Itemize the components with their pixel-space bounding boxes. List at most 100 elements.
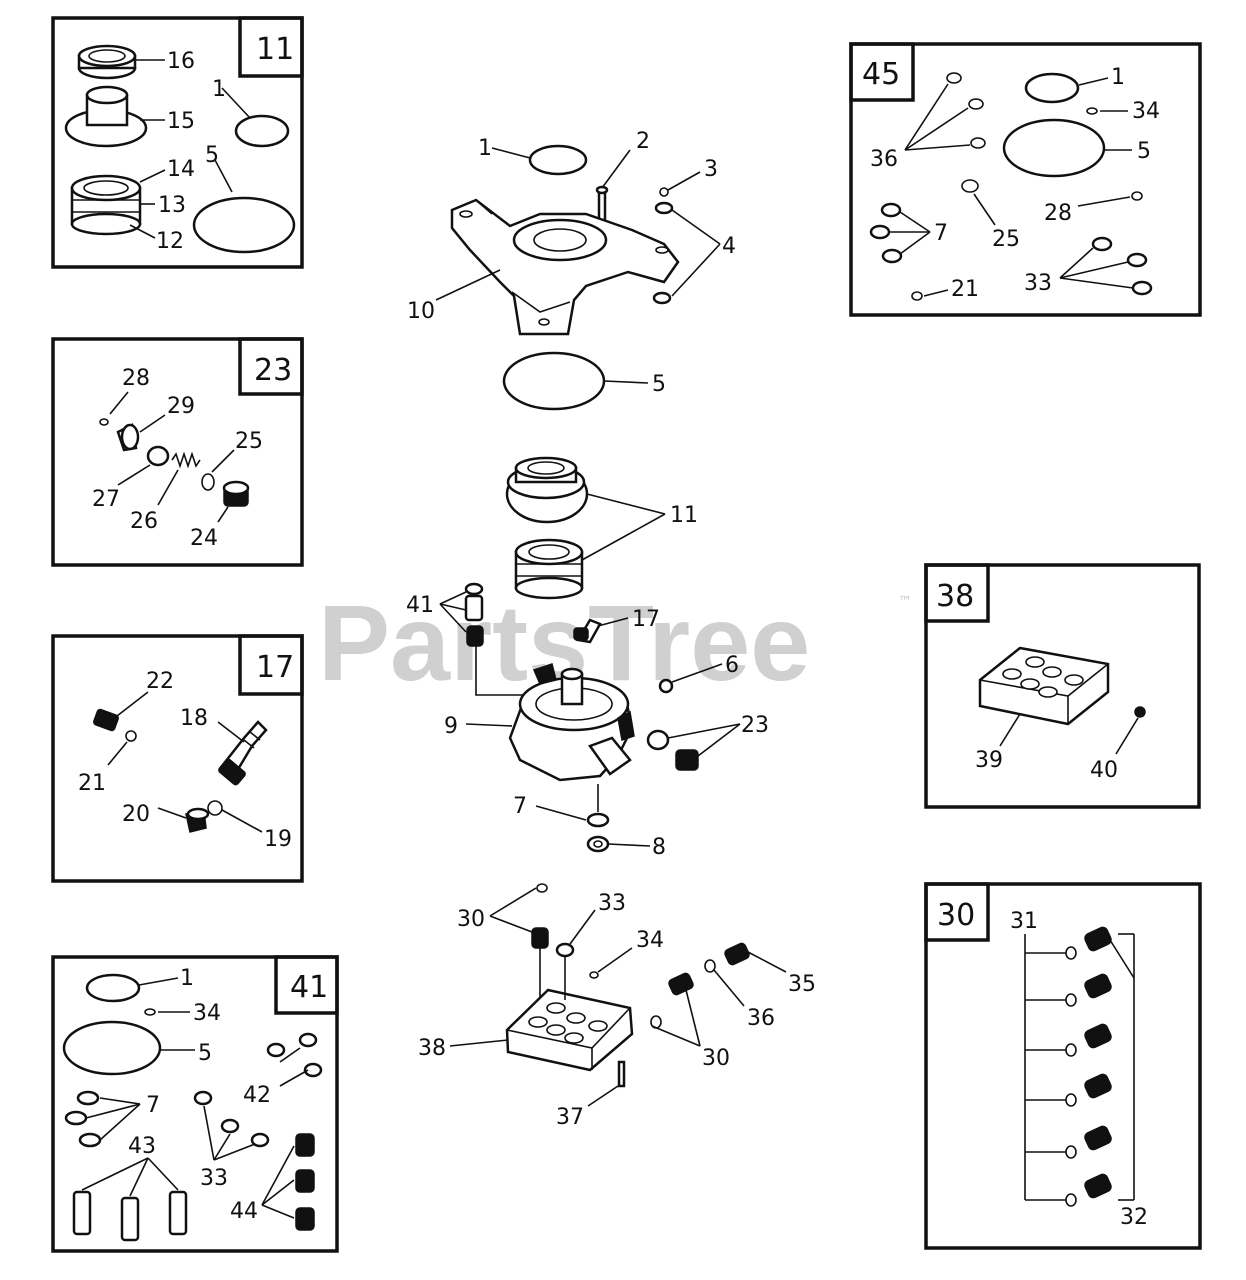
ball-19	[207, 800, 223, 816]
kit-17-label-20: 20	[122, 802, 150, 827]
center-label-1: 1	[478, 136, 492, 161]
center-label-6: 6	[725, 653, 739, 678]
manifold-head-38	[505, 883, 750, 1088]
kit-41-panel: 41	[51, 955, 339, 1253]
center-label-34: 34	[636, 928, 664, 953]
kit-45-label-28: 28	[1044, 201, 1072, 226]
piston-assembly-41	[464, 582, 530, 696]
center-label-35: 35	[788, 972, 816, 997]
kit-17-label-22: 22	[146, 669, 174, 694]
valve-cap-24	[222, 480, 250, 507]
center-label-10: 10	[407, 299, 435, 324]
kit-23-label-24: 24	[190, 526, 218, 551]
kit-38-number: 38	[936, 579, 974, 614]
manifold-head-39	[978, 646, 1110, 726]
kit-45-label-5: 5	[1137, 139, 1151, 164]
valve-seat-part	[146, 445, 170, 467]
fitting-17	[573, 618, 602, 644]
kit-11-label-15: 15	[167, 109, 195, 134]
center-o-ring-5	[502, 351, 606, 411]
kit-23-label-29: 29	[167, 394, 195, 419]
valve-row-6	[1025, 1173, 1112, 1207]
center-label-38: 38	[418, 1036, 446, 1061]
center-label-37: 37	[556, 1105, 584, 1130]
kit-23-panel: 23 28 29 25 27 26 24	[51, 337, 304, 567]
center-label-33: 33	[598, 891, 626, 916]
pistons-43	[72, 1190, 188, 1242]
relief-plug-22	[93, 708, 119, 732]
center-label-3: 3	[704, 157, 718, 182]
valve-set-31	[1024, 926, 1135, 1207]
kit-45-label-1: 1	[1111, 65, 1125, 90]
kit-11-number: 11	[256, 32, 294, 67]
kit-30-number: 30	[937, 898, 975, 933]
kit-41-label-34: 34	[193, 1001, 221, 1026]
kit-38-label-39: 39	[975, 748, 1003, 773]
kit-30-label-32: 32	[1120, 1205, 1148, 1230]
o-ring-21	[125, 730, 137, 742]
seal-assembly-11	[505, 456, 589, 600]
o-ring-5	[192, 196, 296, 254]
center-o-ring-1	[528, 144, 588, 176]
kit-45-number: 45	[862, 57, 900, 92]
plug-40	[1134, 706, 1146, 718]
pump-body-9	[508, 663, 699, 812]
valve-row-4	[1025, 1073, 1112, 1107]
o-ring-1	[234, 114, 290, 148]
kit-45-label-34: 34	[1132, 99, 1160, 124]
center-label-11: 11	[670, 503, 698, 528]
kit-11-label-12: 12	[156, 229, 184, 254]
kit-11-label-5: 5	[205, 143, 219, 168]
check-valve-part	[116, 423, 140, 452]
kit-17-number: 17	[256, 650, 294, 685]
kit-23-label-26: 26	[130, 509, 158, 534]
center-label-30-top: 30	[457, 907, 485, 932]
cap-20	[185, 807, 210, 833]
valve-row-3	[1025, 1023, 1112, 1057]
kit-45-label-25: 25	[992, 227, 1020, 252]
center-label-8: 8	[652, 835, 666, 860]
kit-45-panel: 45 1 34 36 5 28 7 25	[849, 42, 1202, 317]
kit-23-label-28: 28	[122, 366, 150, 391]
valve-row-2	[1025, 973, 1112, 1007]
kit-17-label-21: 21	[78, 771, 106, 796]
kit-41-label-33: 33	[200, 1166, 228, 1191]
kit-41-label-5: 5	[198, 1041, 212, 1066]
kit-41-number: 41	[290, 970, 328, 1005]
kit-41-label-1: 1	[180, 966, 194, 991]
seal-ring-part	[77, 44, 137, 80]
kit-11-label-1: 1	[212, 77, 226, 102]
crankcase-housing-10	[450, 198, 680, 336]
center-label-17: 17	[632, 607, 660, 632]
kit-38-panel: 38 39 40	[924, 563, 1201, 809]
center-label-36: 36	[747, 1006, 775, 1031]
center-label-30-bottom: 30	[702, 1046, 730, 1071]
kit-41-label-7: 7	[146, 1093, 160, 1118]
center-label-41: 41	[406, 593, 434, 618]
kit-23-label-27: 27	[92, 487, 120, 512]
watermark-trademark: ™	[898, 594, 912, 610]
kit-23-number: 23	[254, 353, 292, 388]
valve-row-5	[1025, 1125, 1112, 1159]
center-label-7: 7	[513, 794, 527, 819]
kit-45-label-21: 21	[951, 277, 979, 302]
kit-41-label-43: 43	[128, 1134, 156, 1159]
center-label-9: 9	[444, 714, 458, 739]
inlet-fitting-18	[218, 720, 268, 786]
center-exploded-view: 1 2 3 4 10 5 11 41 17 6 9 23 7 8 30 33 3…	[406, 129, 816, 1130]
springs-44	[295, 1133, 315, 1231]
kit-17-panel: 17 22 18 21 20 19	[51, 634, 304, 883]
kit-23-label-25: 25	[235, 429, 263, 454]
kit-30-panel: 30	[924, 882, 1202, 1250]
seal-retainer-part	[64, 85, 148, 148]
center-label-5: 5	[652, 372, 666, 397]
center-label-4: 4	[722, 234, 736, 259]
kit-17-label-18: 18	[180, 706, 208, 731]
kit-45-label-33: 33	[1024, 271, 1052, 296]
kit-41-label-42: 42	[243, 1083, 271, 1108]
center-label-23: 23	[741, 713, 769, 738]
spring-part	[171, 451, 201, 469]
valve-row-1	[1025, 926, 1135, 979]
kit-45-label-7: 7	[934, 221, 948, 246]
